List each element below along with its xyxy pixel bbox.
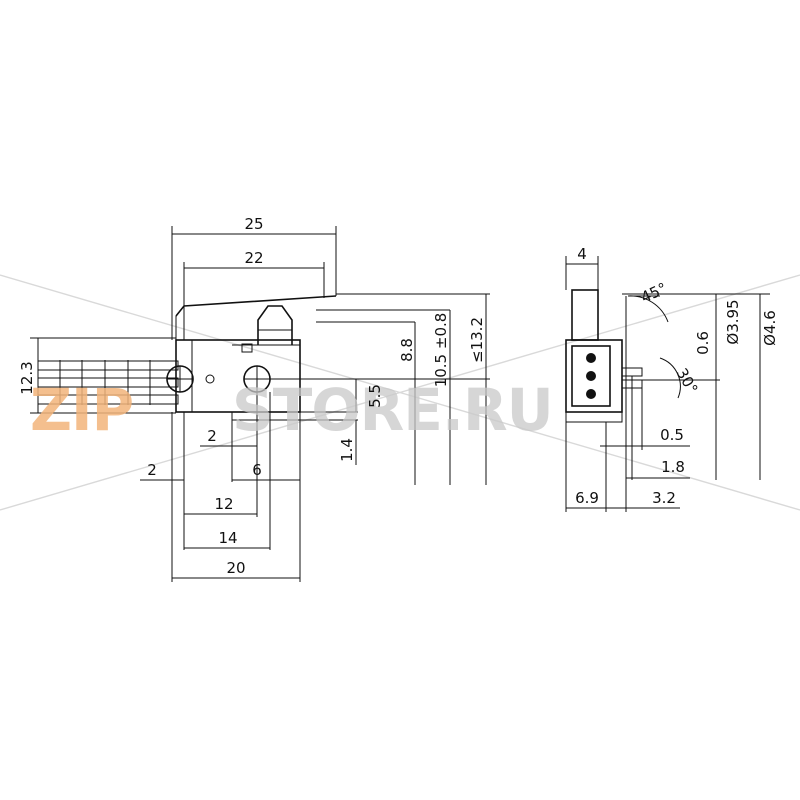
dim-22: 22	[244, 249, 263, 267]
watermark-lines	[0, 274, 800, 511]
dim-1-4: 1.4	[338, 438, 356, 462]
dim-2-lower: 2	[147, 461, 157, 479]
plunger	[257, 305, 293, 345]
dim-6-9: 6.9	[575, 489, 599, 507]
dim-4: 4	[577, 245, 587, 263]
end-view	[565, 256, 770, 512]
dim-lines-left	[30, 337, 176, 414]
dim-20: 20	[226, 559, 245, 577]
dim-dia-4-6: Ø4.6	[761, 310, 779, 346]
dim-lines-right	[262, 293, 490, 485]
dim-5-5: 5.5	[366, 384, 384, 408]
dim-0-6: 0.6	[694, 331, 712, 355]
dim-1-8: 1.8	[661, 458, 685, 476]
dim-lines-bottom	[140, 392, 301, 582]
dim-10-5: 10.5 ±0.8	[432, 313, 450, 388]
dim-8-8: 8.8	[398, 338, 416, 362]
dim-12-3: 12.3	[18, 361, 36, 394]
dim-lines-top	[171, 226, 337, 340]
dim-14: 14	[218, 529, 237, 547]
dim-45-deg: 45°	[638, 279, 670, 307]
end-view-dim-lines	[565, 256, 770, 512]
dim-3-2: 3.2	[652, 489, 676, 507]
watermark-store: STORE.RU	[232, 376, 553, 444]
mounting-hole-small	[205, 374, 215, 384]
side-view	[30, 226, 490, 582]
dim-12: 12	[214, 495, 233, 513]
watermark-zip: ZIP	[30, 376, 133, 444]
dim-13-2: ≤13.2	[468, 317, 486, 363]
dim-25: 25	[244, 215, 263, 233]
mounting-hole-left	[166, 365, 194, 393]
dim-dia-3-95: Ø3.95	[724, 299, 742, 344]
dim-2-upper: 2	[207, 427, 217, 445]
dim-6: 6	[252, 461, 262, 479]
terminal-block	[571, 345, 611, 407]
dim-30-deg: 30°	[673, 365, 702, 397]
dim-0-5: 0.5	[660, 426, 684, 444]
